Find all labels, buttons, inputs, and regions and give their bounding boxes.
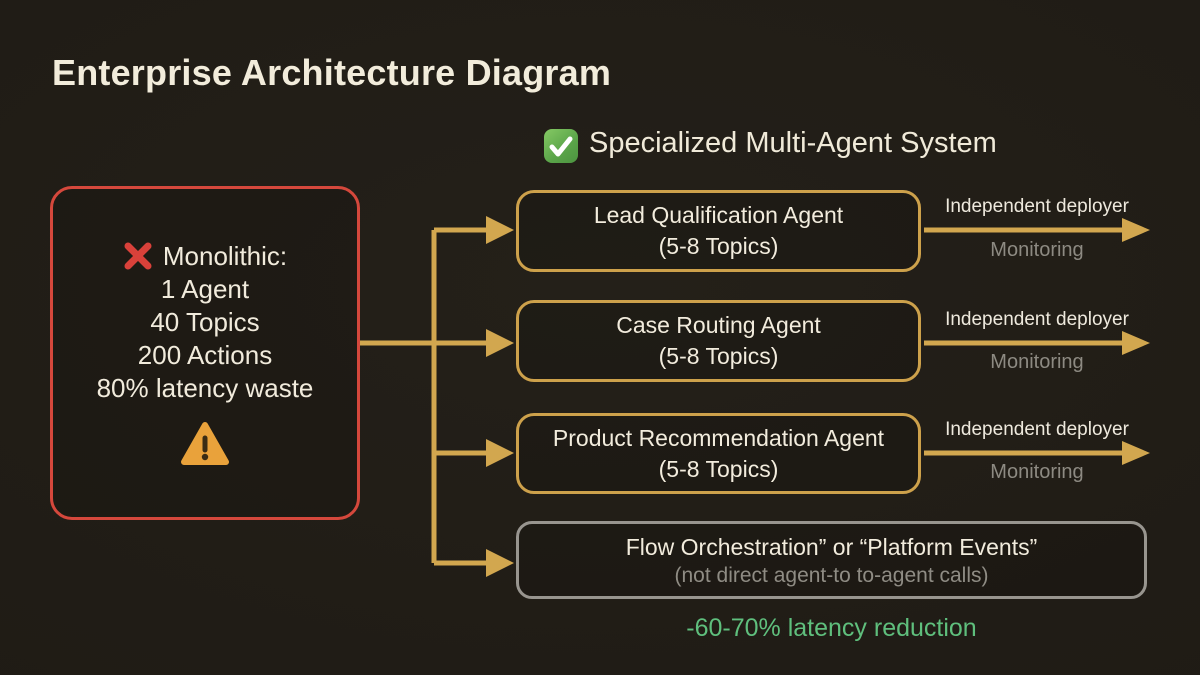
monolithic-stat: 200 Actions bbox=[137, 339, 273, 370]
monitoring-label-3: Monitoring bbox=[990, 461, 1084, 483]
deploy-label-3: Independent deployer bbox=[945, 419, 1129, 440]
monolithic-stat: 80% latency waste bbox=[96, 372, 314, 403]
agent-box-case-routing: Case Routing Agent (5-8 Topics) bbox=[516, 300, 921, 382]
orchestration-subtitle: (not direct agent-to to-agent calls) bbox=[674, 563, 989, 587]
deploy-label-2: Independent deployer bbox=[945, 309, 1129, 330]
monolithic-stat: 40 Topics bbox=[150, 306, 260, 337]
branch-connector-arrows bbox=[360, 216, 514, 577]
latency-reduction-note: -60-70% latency reduction bbox=[686, 614, 977, 642]
agent-name: Case Routing Agent bbox=[616, 312, 821, 338]
monolithic-heading: Monolithic: bbox=[162, 240, 288, 271]
agent-name: Product Recommendation Agent bbox=[552, 424, 885, 451]
agent-subtitle: (5-8 Topics) bbox=[658, 233, 779, 259]
orchestration-title: Flow Orchestration” or “Platform Events” bbox=[625, 533, 1038, 560]
monitoring-label-1: Monitoring bbox=[990, 239, 1084, 261]
output-arrow-2 bbox=[924, 331, 1150, 355]
checkmark-icon bbox=[544, 129, 578, 163]
monolithic-stat: 1 Agent bbox=[160, 273, 250, 304]
warning-icon bbox=[181, 421, 229, 465]
page-title: Enterprise Architecture Diagram bbox=[52, 52, 612, 93]
agent-box-product-recommendation: Product Recommendation Agent (5-8 Topics… bbox=[516, 413, 921, 494]
agent-box-lead-qualification: Lead Qualification Agent (5-8 Topics) bbox=[516, 190, 921, 272]
monolithic-heading-row: Monolithic: bbox=[123, 240, 287, 273]
deploy-label-1: Independent deployer bbox=[945, 196, 1129, 217]
agent-subtitle: (5-8 Topics) bbox=[658, 343, 779, 369]
output-arrow-1 bbox=[924, 218, 1150, 242]
agent-name: Lead Qualification Agent bbox=[593, 202, 844, 228]
monolithic-box: Monolithic: 1 Agent 40 Topics 200 Action… bbox=[50, 186, 360, 520]
agent-subtitle: (5-8 Topics) bbox=[658, 455, 779, 482]
monitoring-label-2: Monitoring bbox=[990, 351, 1084, 373]
cross-icon bbox=[124, 242, 152, 270]
output-arrow-3 bbox=[924, 441, 1150, 465]
multi-agent-header: Specialized Multi-Agent System bbox=[589, 127, 997, 159]
orchestration-box: Flow Orchestration” or “Platform Events”… bbox=[516, 521, 1147, 599]
